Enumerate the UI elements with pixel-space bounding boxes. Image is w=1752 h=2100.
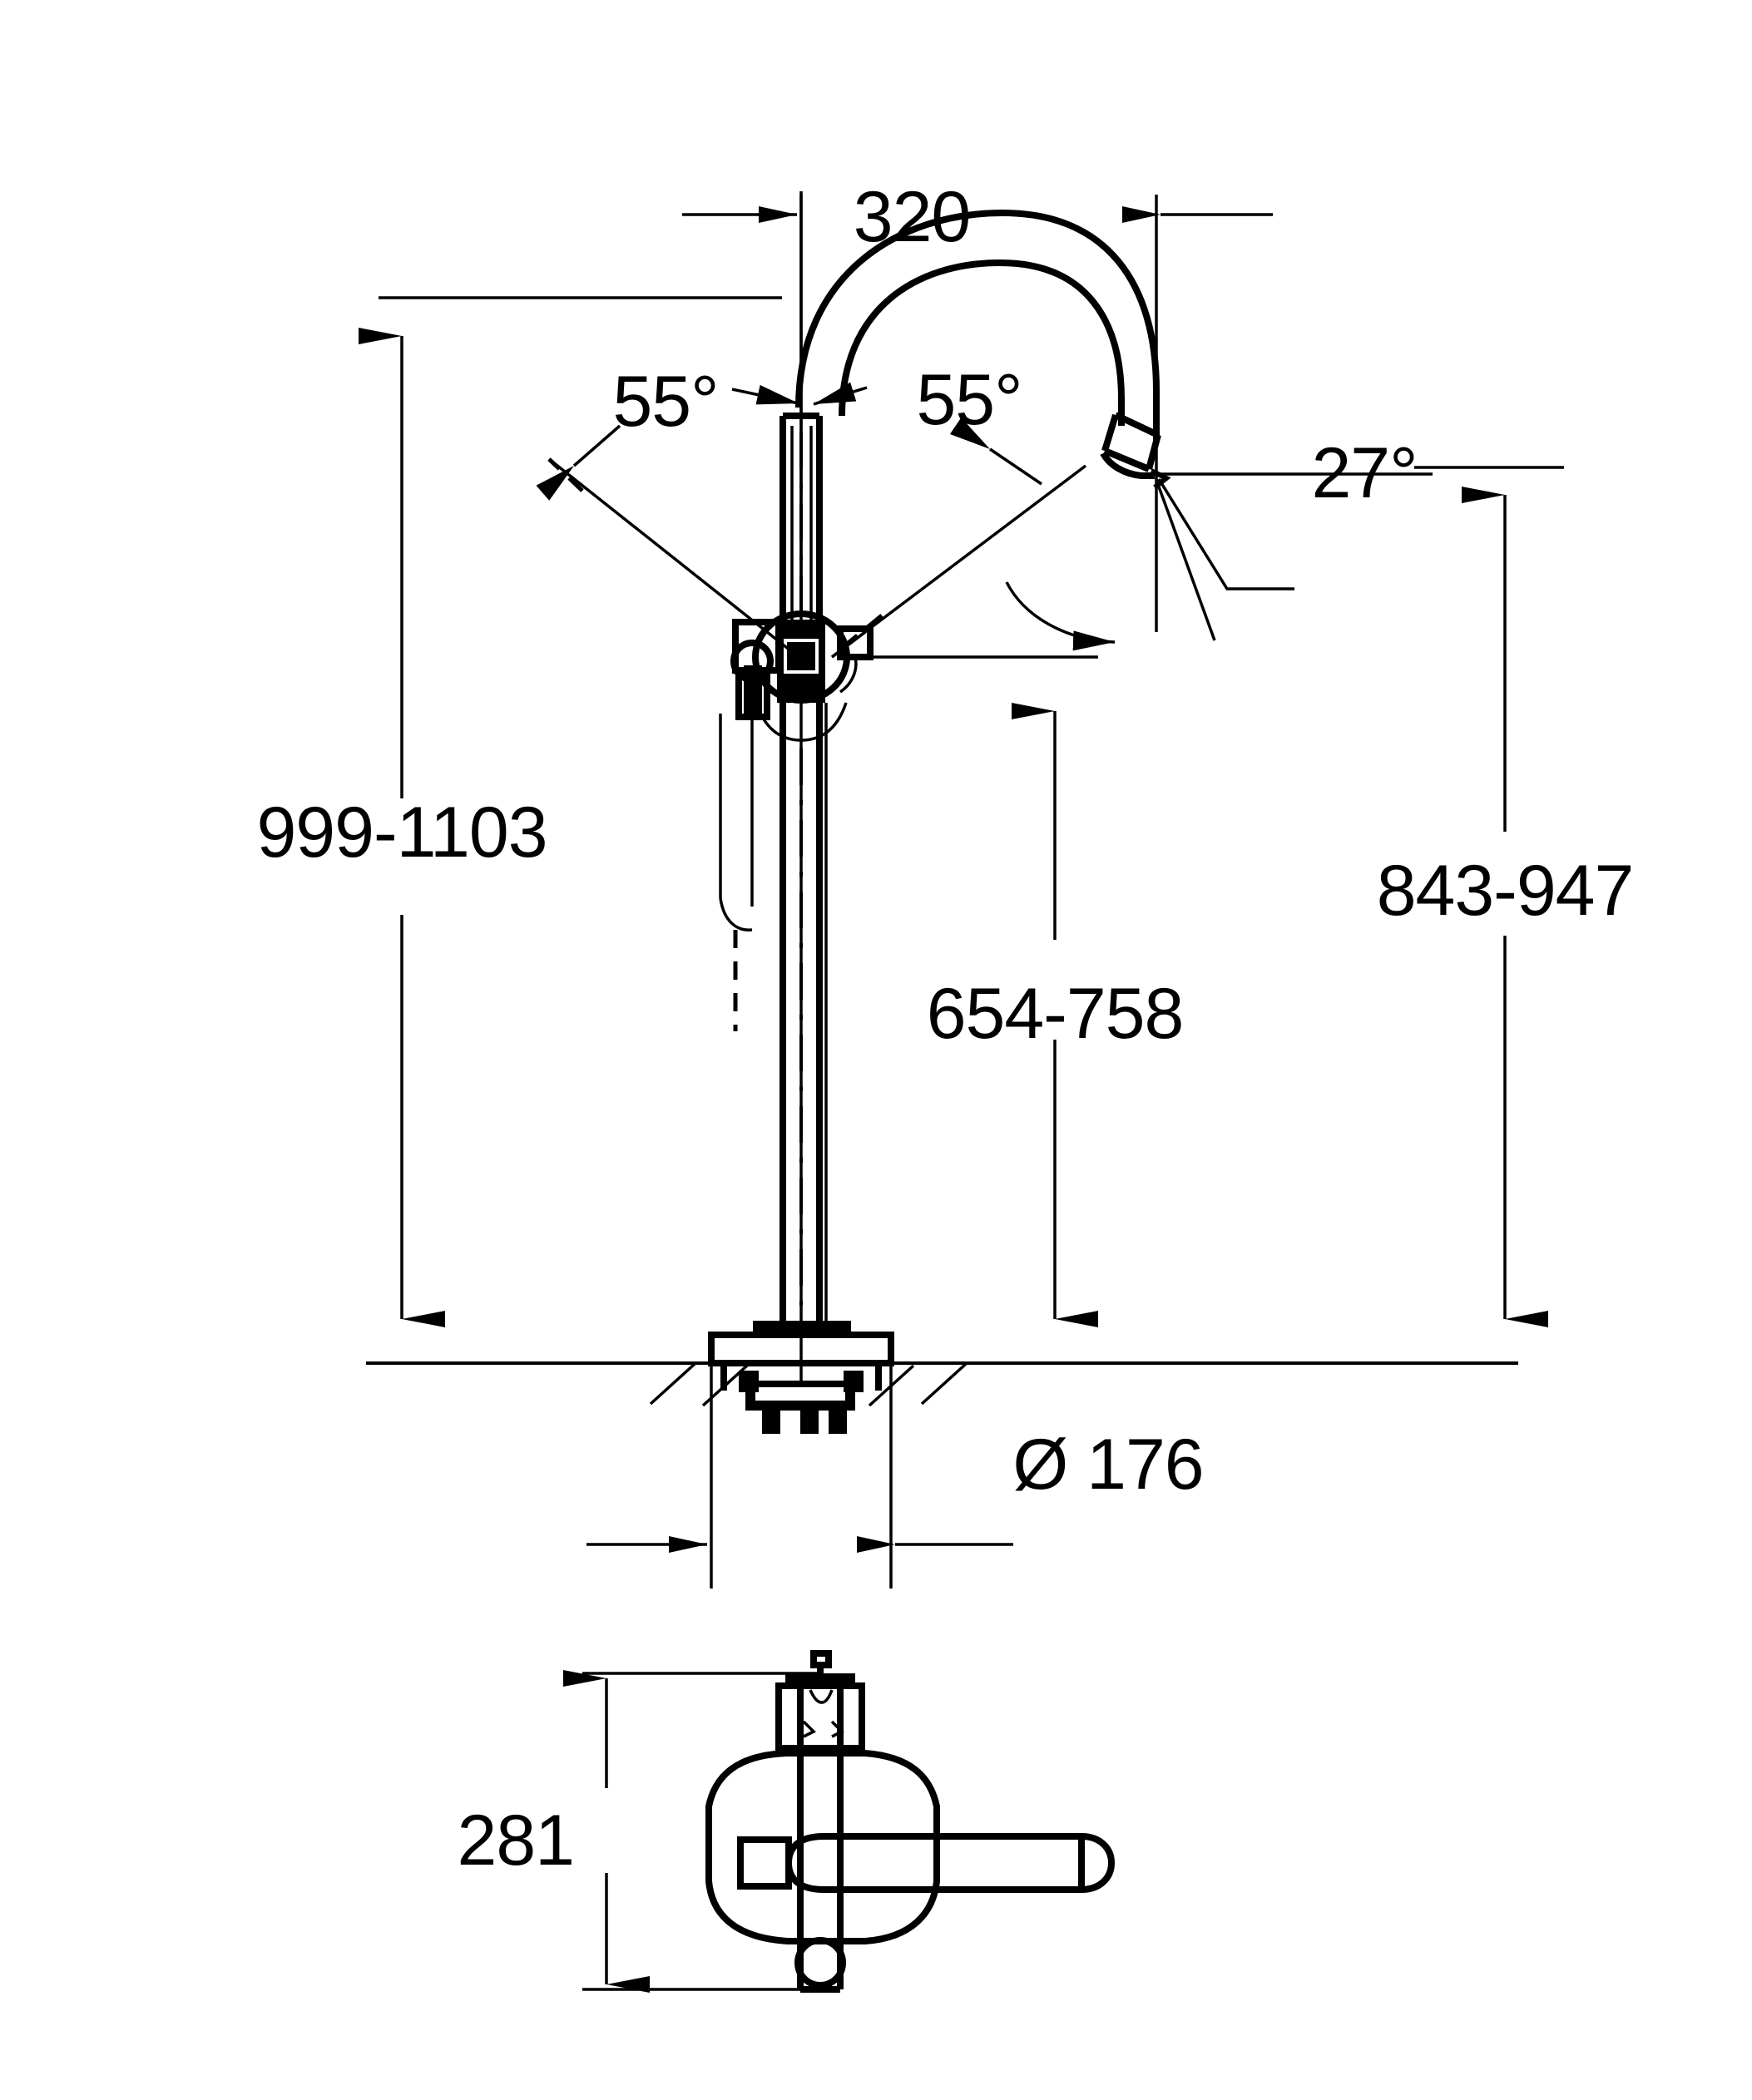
angle-swivel-right: 55° bbox=[813, 360, 1087, 659]
valve-side-view bbox=[582, 1650, 1116, 1993]
side-view-cap bbox=[775, 1650, 865, 1752]
spout-outer-arc bbox=[795, 209, 1160, 441]
angle-label-55-left: 55° bbox=[612, 362, 718, 442]
dimension-valve-body-height: 281 bbox=[458, 1670, 650, 1993]
dimension-base-diameter: Ø 176 bbox=[586, 1363, 1205, 1589]
valve-cross-mark bbox=[784, 639, 819, 674]
dim-label-diameter-176: Ø 176 bbox=[1012, 1425, 1203, 1505]
angle-label-55-right: 55° bbox=[916, 360, 1022, 440]
side-view-lever-handle bbox=[737, 1832, 1116, 1894]
elevation-view-geometry bbox=[366, 191, 1518, 1434]
standpipe-column bbox=[779, 703, 828, 1331]
angle-outlet-tilt: 27° bbox=[1005, 433, 1433, 651]
angle-label-27: 27° bbox=[1311, 433, 1417, 513]
dim-label-281: 281 bbox=[458, 1801, 575, 1880]
dimension-overall-height: 999-1103 bbox=[256, 296, 782, 1365]
dim-label-843-947: 843-947 bbox=[1377, 851, 1634, 931]
inner-cartridge-tube bbox=[719, 714, 754, 1031]
dim-label-654-758: 654-758 bbox=[927, 974, 1184, 1054]
side-view-body-outline bbox=[705, 1750, 940, 1944]
dim-label-320: 320 bbox=[854, 177, 971, 257]
angle-swivel-left: 55° bbox=[536, 362, 800, 659]
spout-inner-arc bbox=[839, 259, 1125, 426]
dimension-spout-reach: 320 bbox=[682, 177, 1273, 632]
dimension-outlet-height: 843-947 bbox=[1377, 466, 1634, 1327]
side-view-bottom-boss bbox=[794, 1937, 846, 1993]
dim-label-999-1103: 999-1103 bbox=[256, 793, 547, 872]
dimension-valve-height: 654-758 bbox=[855, 655, 1184, 1327]
spout-outlet bbox=[1100, 412, 1171, 490]
